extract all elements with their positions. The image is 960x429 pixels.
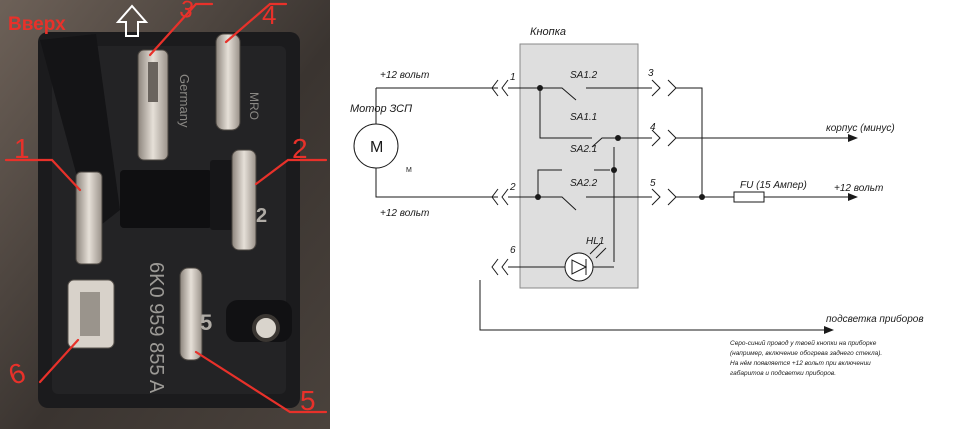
housing-part-number: 6K0 959 855 A: [145, 262, 167, 394]
switch-sa1-1: SA1.1: [570, 112, 597, 123]
led-icon: [564, 252, 594, 282]
housing-digit-5: 5: [200, 310, 212, 335]
pin-label-4: 4: [650, 122, 656, 133]
up-arrow-icon: [115, 4, 149, 37]
note-line-1: Серо-синий провод у твоей кнопки на приб…: [730, 339, 877, 347]
note-line-3: На нём появляется +12 вольт при включени…: [730, 360, 871, 367]
callout-1: 1: [14, 133, 30, 164]
note-block: Серо-синий провод у твоей кнопки на приб…: [730, 339, 882, 377]
switch-sa1-2: SA1.2: [570, 70, 598, 81]
pin-5: [179, 267, 203, 361]
switch-sa2-2: SA2.2: [570, 178, 598, 189]
connector-chevrons: [491, 79, 677, 276]
pin-label-3: 3: [648, 68, 654, 79]
note-line-4: габаритов и подсветки приборов.: [730, 369, 836, 377]
note-line-2: (например, включение обогрева заднего ст…: [730, 349, 882, 357]
arrowheads: [824, 134, 858, 334]
housing-brand: Germany: [177, 74, 192, 128]
switch-box-title: Кнопка: [530, 26, 566, 38]
switch-body-box: [519, 43, 639, 289]
motor-sub-label: M: [406, 167, 412, 174]
pin-label-5: 5: [650, 178, 656, 189]
center-block: [120, 170, 212, 228]
backlight-label: подсветка приборов: [826, 313, 924, 325]
led-glyph: [571, 243, 607, 275]
callout-5: 5: [300, 385, 316, 416]
up-label: Вверх: [8, 14, 66, 35]
motor-label: Мотор ЗСП: [350, 103, 412, 115]
pin-label-6: 6: [510, 245, 516, 256]
pin-4: [215, 33, 241, 131]
pin-label-2: 2: [509, 182, 516, 193]
ground-label: корпус (минус): [826, 123, 895, 134]
led-label: HL1: [586, 236, 604, 247]
switch-connector-photo: 6K0 959 855 A Germany MRO 2 5 Вверх 3 4 …: [0, 0, 330, 429]
pin-2: [231, 149, 257, 251]
pin-1: [75, 171, 103, 265]
pin-6: [67, 279, 115, 349]
housing-maker: MRO: [247, 92, 261, 120]
motor-icon: [353, 123, 399, 169]
callout-4: 4: [262, 0, 276, 30]
fuse-icon: [733, 191, 765, 203]
callout-2: 2: [292, 133, 308, 164]
switch-sa2-1: SA2.1: [570, 144, 597, 155]
wires: [375, 87, 850, 331]
junction-dots: [535, 85, 705, 200]
plus12-right-label: +12 вольт: [834, 183, 883, 194]
fuse-label: FU (15 Ампер): [740, 180, 807, 191]
pin-label-1: 1: [510, 72, 516, 83]
callout-3: 3: [177, 0, 196, 24]
housing-digit-2: 2: [256, 205, 267, 227]
pin-3: [137, 49, 169, 161]
plus12-bottom-label: +12 вольт: [380, 208, 429, 219]
wiring-schematic: Кнопка: [350, 26, 924, 377]
plus12-top-label: +12 вольт: [380, 70, 429, 81]
motor-symbol: M: [370, 139, 383, 156]
pin-callouts: [4, 2, 328, 414]
